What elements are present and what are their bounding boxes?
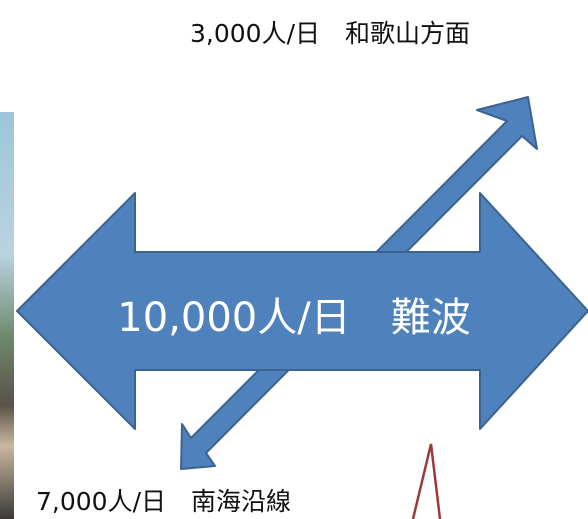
horizontal-double-arrow [16,192,588,430]
nankai-line-label: 7,000人/日 南海沿線 [36,487,291,516]
background-photo-strip [0,112,14,519]
wakayama-direction-label: 3,000人/日 和歌山方面 [190,19,470,48]
namba-label: 10,000人/日 難波 [117,295,471,341]
marker-line [411,443,442,519]
